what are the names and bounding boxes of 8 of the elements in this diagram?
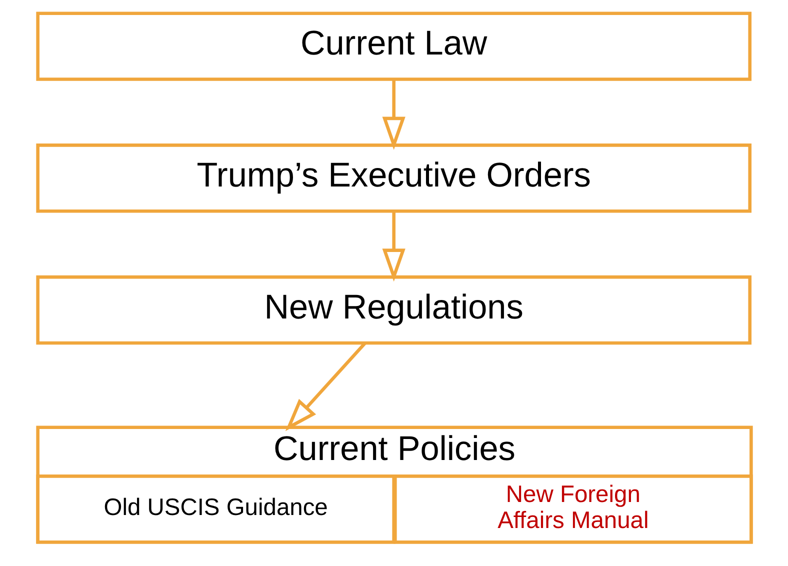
- node-box: New Regulations: [36, 275, 751, 345]
- node-box: Trump’s Executive Orders: [36, 144, 751, 213]
- node-box: Current Law: [36, 12, 751, 81]
- node-box: New Foreign Affairs Manual: [393, 474, 752, 544]
- arrow: [382, 211, 405, 282]
- node-box: Old USCIS Guidance: [36, 474, 395, 544]
- arrow: [382, 80, 405, 150]
- arrow: [284, 342, 366, 432]
